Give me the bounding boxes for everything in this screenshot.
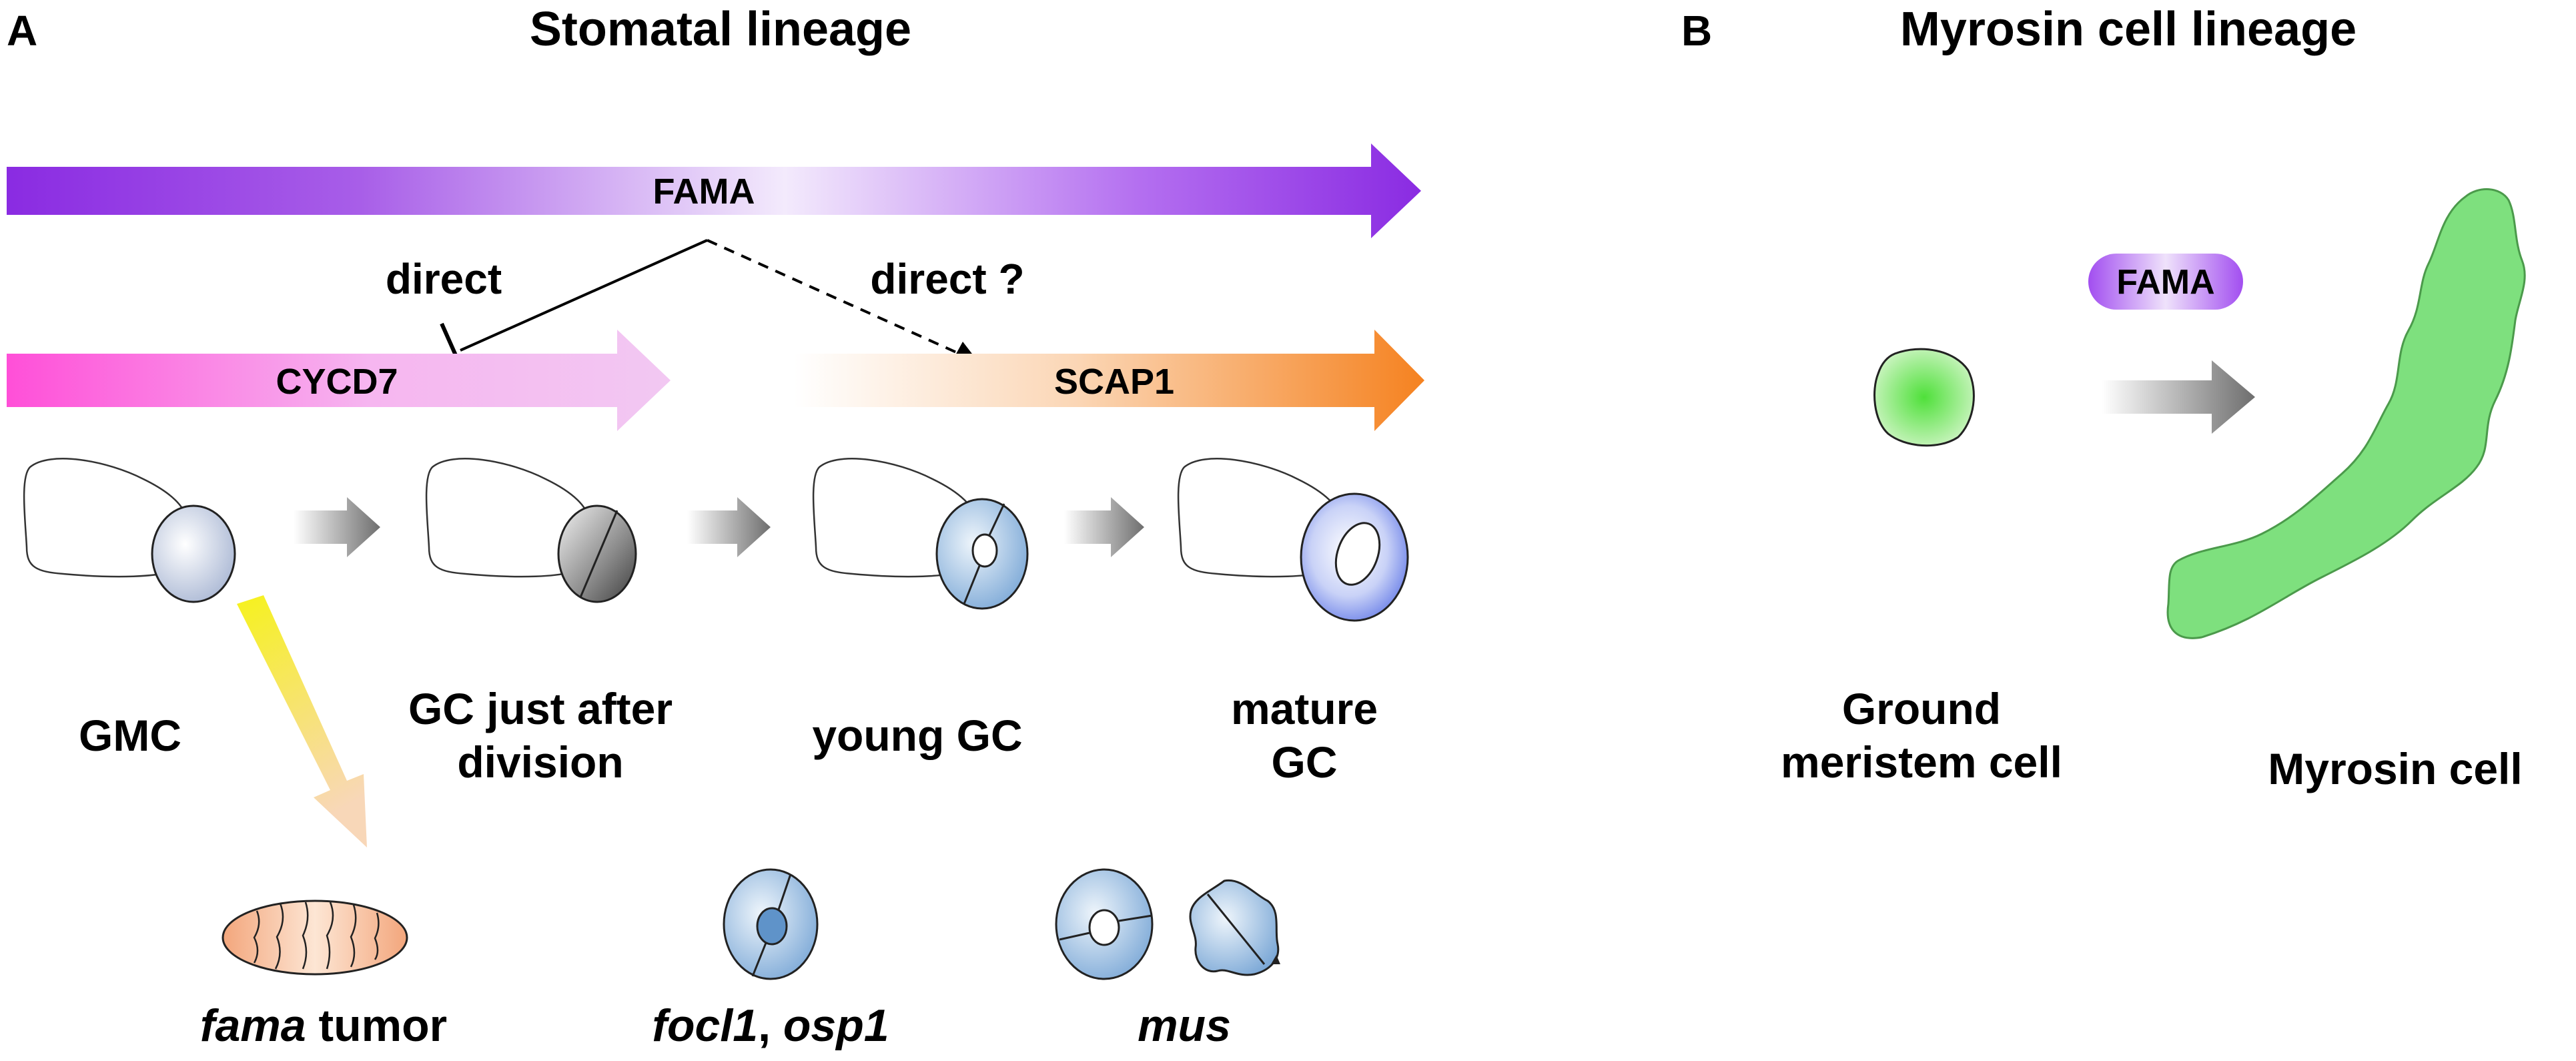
- gmc-cell: [23, 458, 236, 603]
- label-direct: direct: [386, 255, 502, 303]
- stage-label-mature-gc-2: GC: [1272, 737, 1338, 787]
- stage-arrow-3: [1064, 497, 1144, 557]
- cycd7-expression-arrow: [7, 330, 671, 431]
- young-gc-wall-bottom: [963, 565, 981, 605]
- young-gc-cell: [812, 458, 1029, 610]
- panel-a-letter: A: [7, 7, 37, 55]
- mus-cell-1: [1055, 868, 1154, 980]
- label-myrosin-cell: Myrosin cell: [2268, 744, 2522, 793]
- gmc-nucleus: [151, 504, 236, 603]
- panel-a-title: Stomatal lineage: [530, 3, 911, 56]
- panel-b-title: Myrosin cell lineage: [1900, 3, 2356, 56]
- mature-gc-cell: [1177, 458, 1409, 622]
- ground-to-myrosin-arrow: [2102, 360, 2255, 434]
- gc-division-cell: [425, 458, 637, 603]
- stage-label-gmc: GMC: [79, 711, 181, 760]
- young-gc-pore: [971, 533, 998, 568]
- stage-label-mature-gc-1: mature: [1231, 684, 1378, 733]
- panel-b-letter: B: [1681, 7, 1712, 55]
- fama-pill: [2088, 254, 2243, 310]
- mature-gc-pore: [1334, 522, 1381, 586]
- fama-activates-scap1-line: [707, 239, 975, 362]
- focl1-osp1-cell: [723, 868, 819, 980]
- fama-tumor-cell: [222, 900, 408, 976]
- label-focl1-osp1: focl1, osp1: [652, 1000, 889, 1051]
- fama-represses-cycd7-line: [460, 239, 708, 352]
- gc-division-guard-cells: [557, 504, 637, 603]
- label-ground-meristem-1: Ground: [1842, 684, 2001, 733]
- scap1-expression-arrow: [794, 330, 1424, 431]
- stage-label-gc-division-1: GC just after: [408, 684, 673, 733]
- ground-meristem-cell: [1873, 348, 1975, 447]
- stage-label-gc-division-2: division: [457, 737, 623, 787]
- label-fama-tumor: fama tumor: [200, 1000, 447, 1051]
- myrosin-cell: [2166, 188, 2526, 639]
- gmc-to-tumor-arrow: [237, 595, 367, 847]
- young-gc-wall-top: [988, 503, 1005, 536]
- fama-arrow-label: FAMA: [653, 171, 755, 212]
- scap1-arrow-label: SCAP1: [1054, 362, 1174, 402]
- stage-label-young-gc: young GC: [812, 711, 1022, 760]
- fama-expression-arrow: [7, 143, 1421, 238]
- fama-pill-label: FAMA: [2116, 263, 2214, 302]
- label-direct-question: direct ?: [870, 255, 1024, 303]
- label-mus: mus: [1138, 1000, 1231, 1051]
- stage-arrow-2: [687, 497, 771, 557]
- mus-cell-2: [1189, 879, 1280, 976]
- cycd7-arrow-label: CYCD7: [276, 362, 398, 402]
- label-ground-meristem-2: meristem cell: [1781, 737, 2062, 787]
- gc-division-wall: [579, 510, 618, 598]
- stage-arrow-1: [294, 497, 380, 557]
